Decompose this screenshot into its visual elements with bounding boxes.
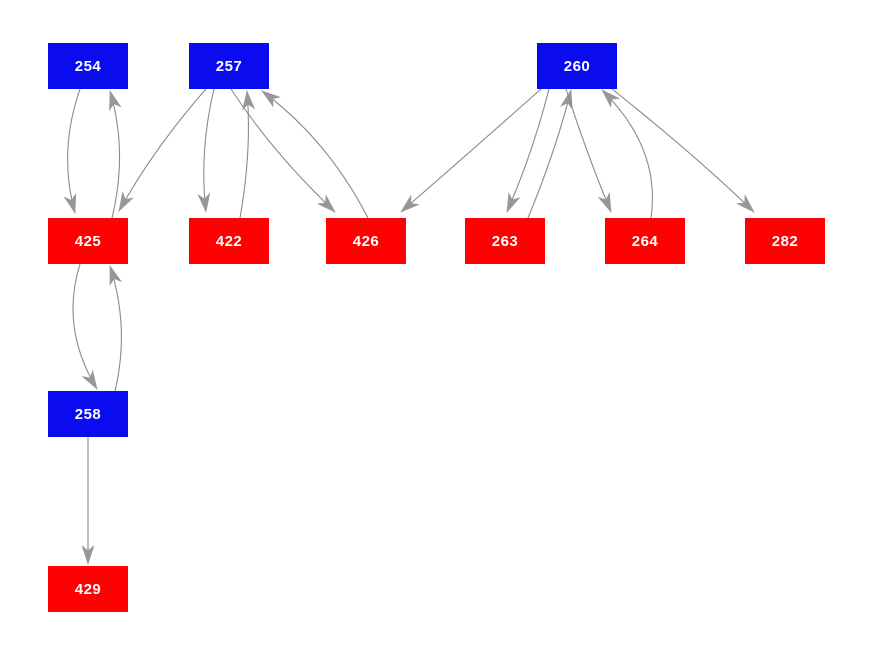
node-label: 429 bbox=[74, 580, 102, 598]
node-label: 257 bbox=[215, 57, 243, 75]
node-429[interactable]: 429 bbox=[48, 566, 128, 612]
edge-422-to-257 bbox=[239, 90, 256, 219]
node-264[interactable]: 264 bbox=[605, 218, 685, 264]
node-label: 282 bbox=[771, 232, 799, 250]
edge-258-to-425 bbox=[109, 265, 123, 392]
node-425[interactable]: 425 bbox=[48, 218, 128, 264]
edge-254-to-425 bbox=[63, 88, 81, 214]
edge-260-to-426 bbox=[400, 88, 542, 213]
node-label: 260 bbox=[563, 57, 591, 75]
node-257[interactable]: 257 bbox=[189, 43, 269, 89]
edge-257-to-422 bbox=[197, 88, 215, 213]
edge-264-to-260 bbox=[601, 89, 653, 219]
edge-257-to-425 bbox=[118, 88, 207, 212]
node-254[interactable]: 254 bbox=[48, 43, 128, 89]
edge-426-to-257 bbox=[261, 90, 369, 219]
node-label: 254 bbox=[74, 57, 102, 75]
node-label: 422 bbox=[215, 232, 243, 250]
edge-260-to-264 bbox=[565, 88, 612, 213]
node-263[interactable]: 263 bbox=[465, 218, 545, 264]
node-282[interactable]: 282 bbox=[745, 218, 825, 264]
node-label: 258 bbox=[74, 405, 102, 423]
node-426[interactable]: 426 bbox=[326, 218, 406, 264]
node-label: 263 bbox=[491, 232, 519, 250]
node-label: 426 bbox=[352, 232, 380, 250]
node-258[interactable]: 258 bbox=[48, 391, 128, 437]
edge-263-to-260 bbox=[527, 89, 573, 219]
edge-425-to-258 bbox=[72, 263, 98, 390]
node-260[interactable]: 260 bbox=[537, 43, 617, 89]
edge-425-to-254 bbox=[109, 90, 122, 219]
edge-257-to-426 bbox=[230, 88, 336, 213]
edge-260-to-282 bbox=[611, 88, 755, 213]
edge-260-to-263 bbox=[506, 88, 550, 213]
node-422[interactable]: 422 bbox=[189, 218, 269, 264]
node-label: 264 bbox=[631, 232, 659, 250]
node-label: 425 bbox=[74, 232, 102, 250]
